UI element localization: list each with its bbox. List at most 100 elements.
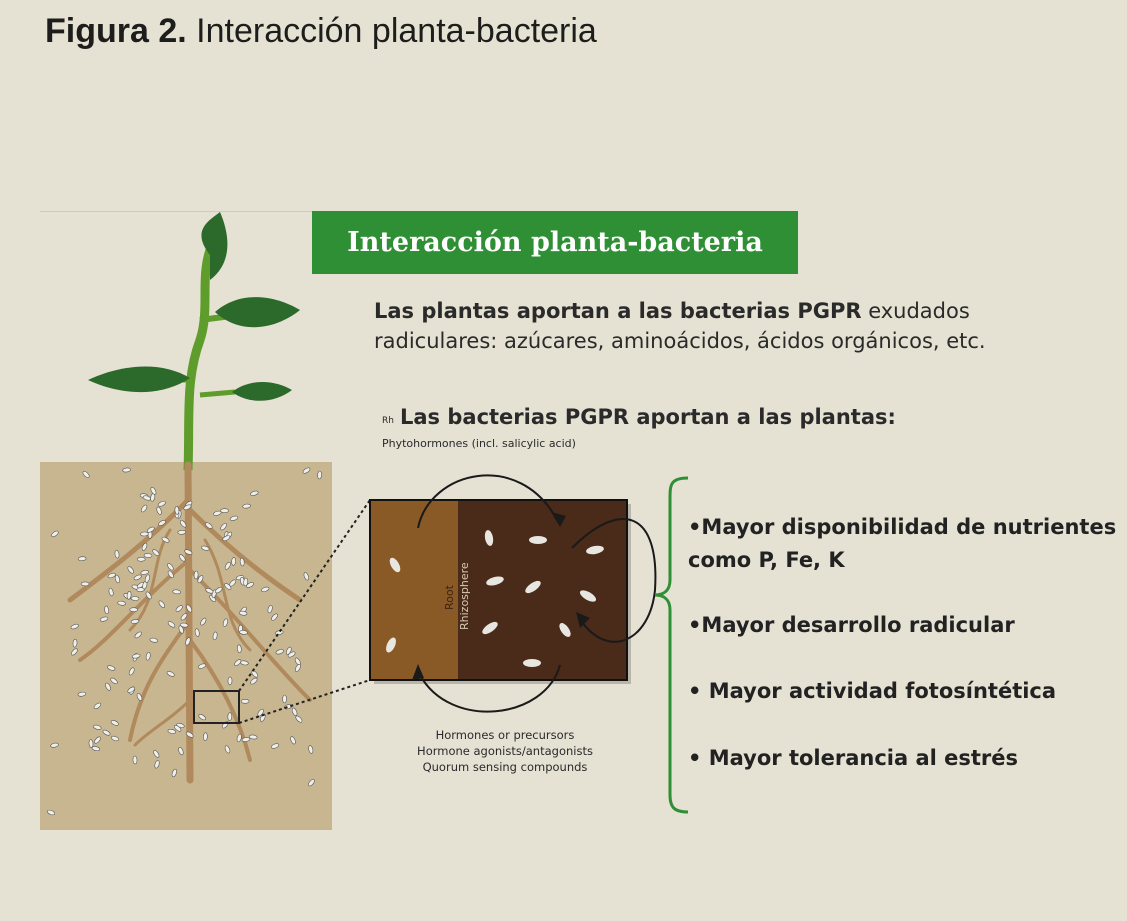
benefit-photosynthesis: • Mayor actividad fotosíntética (688, 679, 1057, 703)
bacterium (214, 586, 223, 594)
bacterium (141, 542, 148, 551)
bacterium (194, 628, 200, 637)
zoom-box (193, 690, 240, 724)
bacterium (178, 625, 184, 634)
bacterium (224, 561, 231, 570)
bacterium (290, 736, 296, 745)
bacterium (174, 725, 182, 732)
bacterium (144, 574, 150, 583)
bacterium (107, 665, 116, 671)
bacterium (238, 610, 248, 616)
partial-label: Rh (382, 416, 394, 426)
bacterium (201, 545, 210, 551)
bacterium (143, 553, 153, 558)
leaf (201, 212, 228, 280)
bacterium (285, 646, 292, 655)
bacterium (70, 623, 79, 630)
bacterium (197, 575, 204, 584)
bacterium (132, 755, 138, 765)
leaf (215, 297, 300, 328)
bacterium (240, 698, 250, 704)
bacterium (93, 702, 102, 710)
bacterium (51, 530, 59, 538)
bacterium (127, 566, 134, 574)
bacterium (174, 506, 180, 515)
bacterium (241, 737, 251, 742)
bacterium (200, 617, 207, 626)
bacterium (46, 809, 56, 816)
bacterium (267, 604, 273, 614)
bacterium (77, 691, 87, 697)
bacterium (243, 577, 249, 587)
arrowhead-icon (412, 512, 590, 680)
bacterium (224, 583, 232, 590)
bacterium (50, 742, 59, 748)
plants-give-line2: radiculares: azúcares, aminoácidos, ácid… (374, 329, 986, 353)
bacterium (94, 736, 101, 744)
bacterium (177, 529, 187, 535)
bacterium (157, 500, 166, 507)
plant-shoot (88, 212, 300, 471)
bacterium (231, 557, 236, 566)
bacterium (242, 503, 251, 509)
bacterium (136, 556, 146, 562)
bacterium (198, 713, 206, 721)
bacterium (178, 746, 184, 756)
bacterium (117, 600, 126, 606)
bacterium (270, 743, 280, 749)
bacterium (129, 607, 138, 613)
bacterium (205, 522, 213, 529)
bacterium (105, 682, 111, 691)
exchange-arrows (417, 474, 657, 713)
bacterium (193, 570, 199, 580)
inset-bacteria (386, 530, 604, 667)
compound-label: Hormone agonists/antagonists (417, 744, 593, 758)
bacterium (250, 677, 258, 685)
bacterium (149, 637, 159, 643)
bacterium (303, 572, 309, 581)
benefit-nutrients: •Mayor disponibilidad de nutrientes como… (688, 511, 1116, 577)
plants-give-bold: Las plantas aportan a las bacterias PGPR (374, 299, 862, 323)
bacterium (110, 735, 120, 742)
bacterium (291, 707, 298, 716)
bacterium (317, 470, 322, 480)
bacterium (179, 622, 189, 628)
bacterium (172, 589, 181, 595)
plants-give-text: Las plantas aportan a las bacterias PGPR… (374, 296, 986, 356)
bacterium (146, 526, 155, 533)
benefit-stress-tolerance: • Mayor tolerancia al estrés (688, 746, 1019, 770)
figure-label: Figura 2. (45, 12, 187, 50)
bacterium (114, 549, 120, 559)
bacterium (130, 596, 140, 601)
leaf (88, 366, 190, 393)
phytohormones-label: Phytohormones (incl. salicylic acid) (382, 437, 576, 450)
bacterium (180, 613, 188, 621)
bacterium (308, 779, 315, 787)
root-label: Root (443, 584, 456, 610)
bacterium (110, 720, 119, 726)
bacterium (179, 554, 186, 562)
bacterium (134, 631, 142, 639)
bacterium (145, 591, 152, 600)
bacterium (180, 520, 187, 528)
bacterium (282, 694, 287, 704)
bacterium (102, 729, 111, 736)
bacterium (140, 569, 149, 575)
bacterium (184, 549, 193, 555)
benefit-line: •Mayor disponibilidad de nutrientes (688, 515, 1117, 539)
bacterium (153, 750, 160, 758)
bacterium (108, 587, 114, 597)
bacterium (130, 619, 140, 624)
bacterium (166, 671, 175, 677)
bacterium (222, 535, 231, 542)
bacterium (122, 467, 131, 473)
bacterium (295, 715, 303, 723)
bacterium (127, 686, 135, 693)
bacterium (308, 745, 314, 754)
bacterium (224, 745, 231, 754)
bacterium (212, 631, 218, 641)
bacterium (167, 621, 176, 628)
bacterium (99, 616, 109, 622)
plants-give-rest: exudados (861, 299, 970, 323)
